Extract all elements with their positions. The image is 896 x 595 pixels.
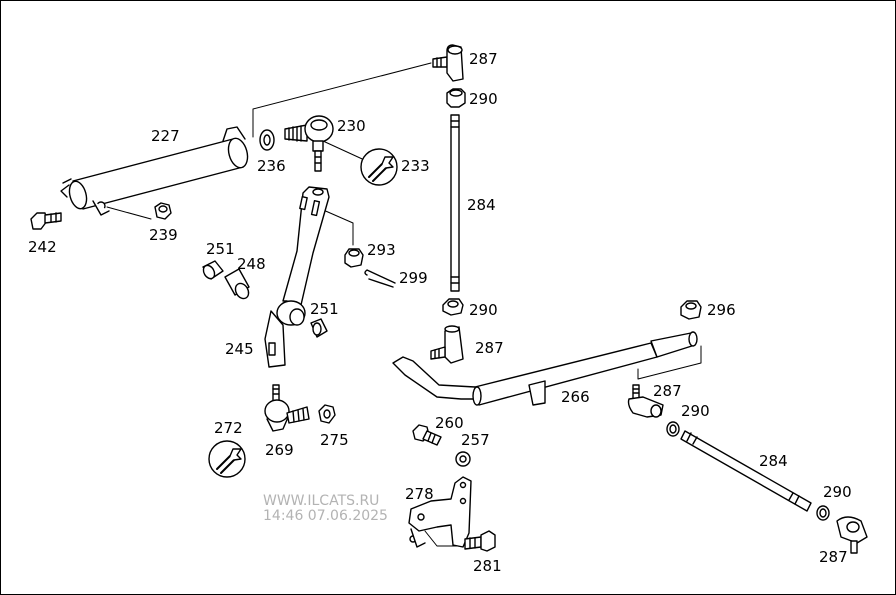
- part-284-rod-vertical[interactable]: [451, 115, 459, 291]
- callout-278[interactable]: 278: [405, 485, 434, 503]
- part-260-bolt[interactable]: [413, 425, 441, 445]
- part-281-bolt[interactable]: [465, 531, 495, 551]
- callout-248[interactable]: 248: [237, 255, 266, 273]
- callout-227[interactable]: 227: [151, 127, 180, 145]
- part-239-nut[interactable]: [155, 203, 171, 219]
- part-287-ball-socket-right[interactable]: [629, 385, 664, 417]
- callout-287-lower-right[interactable]: 287: [819, 548, 848, 566]
- callout-242[interactable]: 242: [28, 238, 57, 256]
- callout-245[interactable]: 245: [225, 340, 254, 358]
- callout-293[interactable]: 293: [367, 241, 396, 259]
- part-290-nut-lower-right[interactable]: [817, 506, 829, 520]
- callout-230[interactable]: 230: [337, 117, 366, 135]
- callout-284-diagonal[interactable]: 284: [759, 452, 788, 470]
- callout-275[interactable]: 275: [320, 431, 349, 449]
- part-290-nut-middle[interactable]: [443, 299, 463, 315]
- part-251-bushing-lower[interactable]: [311, 319, 327, 337]
- callout-296[interactable]: 296: [707, 301, 736, 319]
- part-227-cylinder[interactable]: [61, 127, 251, 215]
- callout-281[interactable]: 281: [473, 557, 502, 575]
- part-287-ball-socket-lower-right[interactable]: [837, 517, 867, 553]
- watermark-site: WWW.ILCATS.RU: [263, 493, 380, 509]
- callout-290-lower-right[interactable]: 290: [823, 483, 852, 501]
- part-290-nut-right[interactable]: [667, 422, 679, 436]
- part-275-nut[interactable]: [319, 405, 335, 423]
- leader-lines: [106, 62, 702, 547]
- callout-272[interactable]: 272: [214, 419, 243, 437]
- callout-233[interactable]: 233: [401, 157, 430, 175]
- callout-239[interactable]: 239: [149, 226, 178, 244]
- part-248-sleeve[interactable]: [225, 269, 251, 301]
- callout-269[interactable]: 269: [265, 441, 294, 459]
- callout-284-vertical[interactable]: 284: [467, 196, 496, 214]
- part-293-nut[interactable]: [345, 249, 363, 267]
- callout-290-top[interactable]: 290: [469, 90, 498, 108]
- callout-287-middle[interactable]: 287: [475, 339, 504, 357]
- part-236-washer[interactable]: [260, 130, 274, 150]
- part-266-linkage[interactable]: [393, 332, 697, 405]
- callout-257[interactable]: 257: [461, 431, 490, 449]
- part-278-bracket[interactable]: [409, 477, 471, 547]
- callout-287-right[interactable]: 287: [653, 382, 682, 400]
- part-287-ball-socket-middle[interactable]: [431, 326, 463, 363]
- callout-290-middle[interactable]: 290: [469, 301, 498, 319]
- part-272-wrench-icon[interactable]: [209, 441, 245, 477]
- callout-266[interactable]: 266: [561, 388, 590, 406]
- part-251-bushing-upper[interactable]: [201, 261, 223, 281]
- callout-251-lower[interactable]: 251: [310, 300, 339, 318]
- part-245-lever[interactable]: [265, 187, 329, 367]
- part-299-cotter-pin[interactable]: [365, 270, 395, 287]
- part-242-bolt[interactable]: [31, 213, 61, 229]
- watermark-timestamp: 14:46 07.06.2025: [263, 508, 388, 524]
- part-233-wrench-icon[interactable]: [361, 149, 397, 185]
- callout-236[interactable]: 236: [257, 157, 286, 175]
- part-287-ball-socket-top[interactable]: [433, 45, 463, 81]
- part-269-ball-joint[interactable]: [265, 385, 309, 431]
- callout-287-top[interactable]: 287: [469, 50, 498, 68]
- part-284-rod-diagonal[interactable]: [681, 431, 811, 511]
- part-230-ball-joint[interactable]: [285, 116, 333, 171]
- callout-290-right[interactable]: 290: [681, 402, 710, 420]
- callout-260[interactable]: 260: [435, 414, 464, 432]
- callout-299[interactable]: 299: [399, 269, 428, 287]
- callout-251-upper[interactable]: 251: [206, 240, 235, 258]
- part-257-washer[interactable]: [456, 452, 470, 466]
- part-290-nut-top[interactable]: [447, 89, 465, 107]
- part-296-nut[interactable]: [681, 301, 701, 319]
